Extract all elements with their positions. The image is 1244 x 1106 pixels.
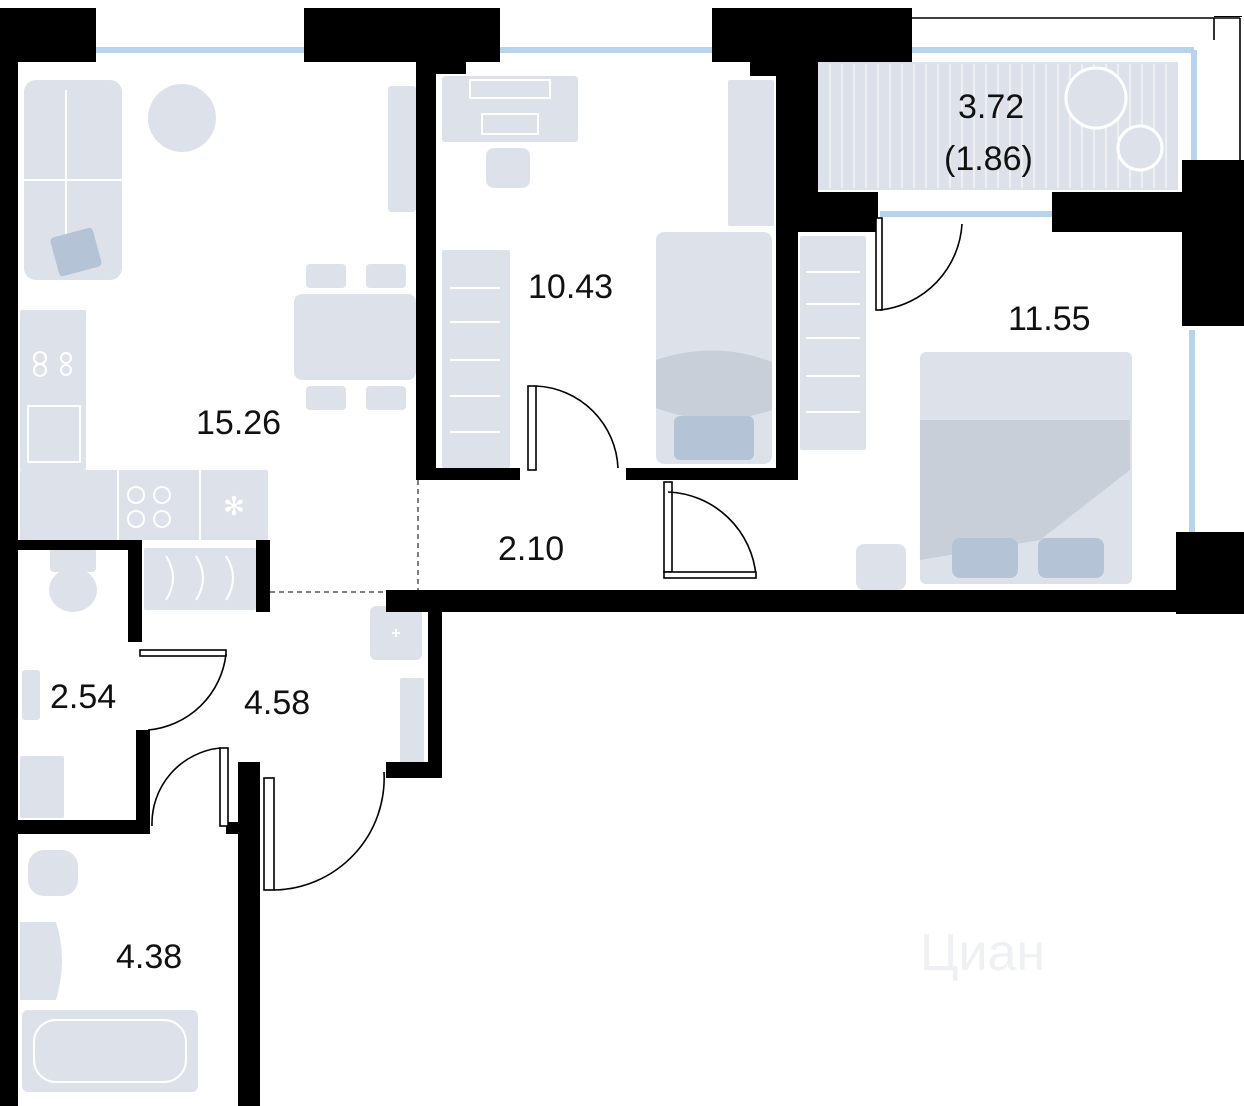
windows <box>96 16 1242 536</box>
room-area-bedroom: 11.55 <box>1008 300 1091 338</box>
watermark: Циан <box>920 924 1045 982</box>
room-area-toilet: 2.54 <box>50 678 116 716</box>
svg-text:✻: ✻ <box>223 492 245 522</box>
hall-furniture <box>144 548 424 764</box>
kitchen-furniture: ✻ <box>20 310 268 540</box>
living-furniture <box>24 80 416 410</box>
bedroom-furniture <box>800 236 1132 590</box>
study-furniture <box>442 76 774 468</box>
room-area-study: 10.43 <box>528 268 613 306</box>
toilet-furniture <box>20 548 97 818</box>
walls <box>0 8 1244 1106</box>
room-area-living: 15.26 <box>196 404 281 442</box>
room-area-hall: 4.58 <box>244 684 310 722</box>
room-area-balcony-reduced: (1.86) <box>944 140 1033 178</box>
bathroom-furniture <box>20 850 198 1092</box>
room-area-bathroom: 4.38 <box>116 938 182 976</box>
room-area-balcony: 3.72 <box>958 88 1024 126</box>
doors <box>139 217 963 891</box>
room-area-corridor: 2.10 <box>498 530 564 568</box>
balcony-furniture <box>818 62 1178 190</box>
